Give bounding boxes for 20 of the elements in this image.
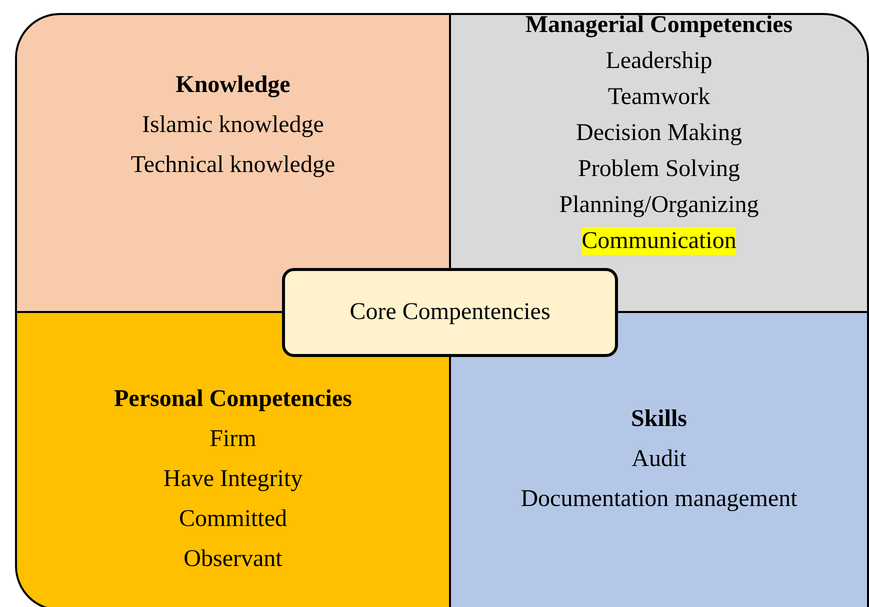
list-item: Audit — [632, 445, 686, 473]
quadrant-heading: Managerial Competencies — [525, 11, 793, 39]
list-item: Firm — [210, 425, 256, 453]
list-item: Observant — [184, 545, 282, 573]
list-item: Planning/Organizing — [559, 191, 759, 219]
list-item: Teamwork — [608, 83, 710, 111]
list-item: Leadership — [606, 47, 712, 75]
center-box — [282, 268, 618, 357]
list-item: Documentation management — [520, 485, 798, 513]
list-item: Committed — [179, 505, 287, 533]
list-item: Communication — [582, 227, 736, 255]
center-title: Core Compentencies — [350, 299, 550, 326]
quadrant-heading: Personal Competencies — [114, 385, 352, 413]
list-item: Islamic knowledge — [142, 111, 324, 139]
quadrant-heading: Skills — [630, 405, 688, 433]
list-item: Decision Making — [576, 119, 742, 147]
list-item: Technical knowledge — [130, 151, 336, 179]
list-item: Problem Solving — [578, 155, 740, 183]
quadrant-heading: Knowledge — [176, 71, 290, 99]
list-item: Have Integrity — [163, 465, 303, 493]
